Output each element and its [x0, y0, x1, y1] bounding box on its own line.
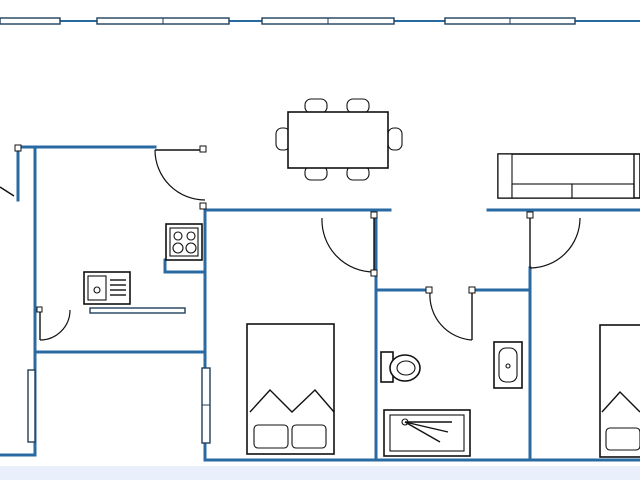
window-top-3	[261, 17, 395, 25]
window-top-1	[0, 17, 61, 25]
window-left-2	[201, 367, 211, 444]
door-entrance-left	[0, 144, 22, 197]
page-bottom-edge	[0, 466, 640, 480]
door-bedroom-1	[321, 211, 378, 277]
kitchen-sink	[83, 271, 131, 305]
toilet	[380, 351, 421, 383]
cooktop	[165, 223, 203, 261]
dining-table	[275, 98, 403, 181]
door-kitchen	[154, 145, 207, 210]
bathroom-basin	[493, 341, 523, 389]
sofa	[497, 153, 640, 199]
door-bedroom-2	[526, 211, 581, 269]
bed-bedroom-2	[599, 324, 640, 458]
double-bed	[246, 323, 335, 455]
window-left-1	[27, 369, 36, 443]
shower-tray	[383, 409, 471, 457]
top-exterior-wall	[0, 17, 640, 25]
window-top-4	[444, 17, 576, 25]
door-bathroom	[425, 286, 476, 341]
window-top-2	[96, 17, 230, 25]
door-storage	[36, 306, 71, 341]
window-kitchen	[89, 307, 186, 314]
